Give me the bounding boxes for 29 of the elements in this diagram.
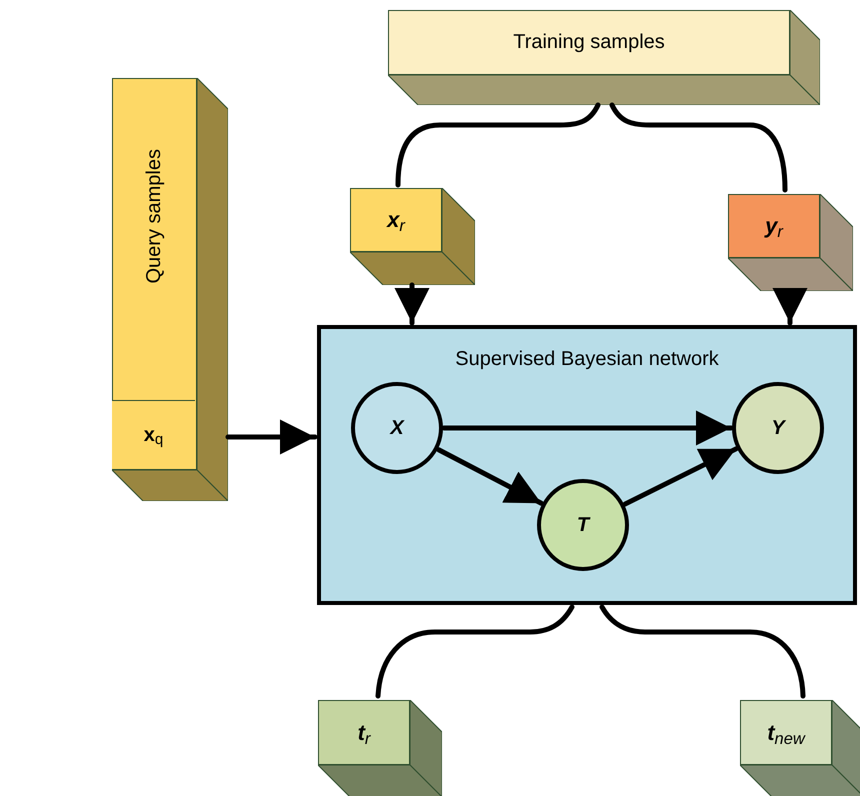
arrow bbox=[442, 410, 734, 446]
variable-label: X bbox=[390, 416, 404, 440]
box-title: Supervised Bayesian network bbox=[455, 347, 719, 372]
sample-block bbox=[728, 194, 820, 258]
variable-label: x$_{q}$ bbox=[144, 422, 164, 448]
connector-line bbox=[610, 102, 788, 192]
variable-label: x$_{r}$ bbox=[387, 206, 405, 234]
variable-label: T bbox=[576, 512, 590, 538]
connector-line bbox=[396, 102, 600, 188]
box-title: Query samples bbox=[142, 149, 166, 284]
arrow bbox=[622, 446, 738, 507]
connector-line bbox=[376, 604, 574, 698]
network-panel bbox=[317, 325, 857, 605]
sample-column bbox=[112, 78, 197, 470]
variable-label: y$_{r}$ bbox=[765, 212, 783, 240]
sample-block bbox=[318, 700, 410, 765]
connector-line bbox=[600, 604, 806, 698]
sample-cell bbox=[112, 400, 195, 469]
sample-block bbox=[740, 700, 832, 765]
arrow bbox=[394, 282, 430, 326]
box-title: Training samples bbox=[513, 30, 665, 55]
variable-label: t$_{r}$ bbox=[358, 718, 370, 746]
variable-label: t$_{new}$ bbox=[767, 718, 805, 746]
sample-block bbox=[350, 188, 442, 252]
variable-label: Y bbox=[771, 416, 785, 440]
arrow bbox=[436, 447, 544, 506]
sample-block bbox=[388, 10, 790, 75]
arrow bbox=[226, 420, 318, 454]
arrow bbox=[772, 288, 808, 326]
